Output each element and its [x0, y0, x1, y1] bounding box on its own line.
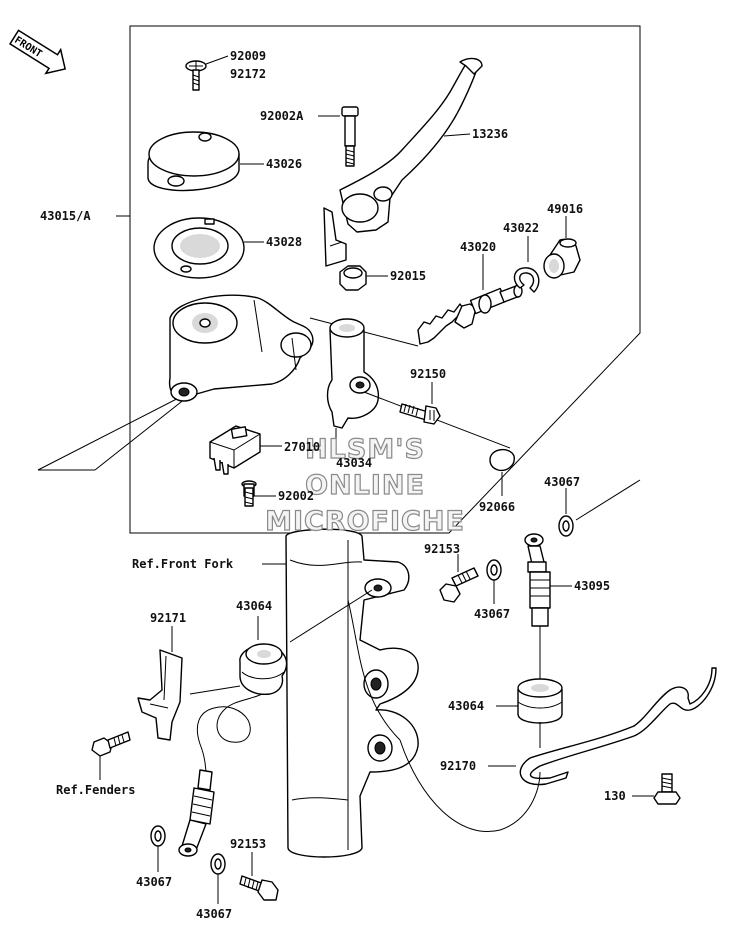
label-ref-front-fork: Ref.Front Fork	[132, 557, 234, 571]
label-43022: 43022	[503, 221, 539, 235]
brake-switch	[209, 425, 261, 475]
watermark: HLSM'S ONLINE MICROFICHE	[264, 433, 465, 537]
label-92009: 92009	[230, 49, 266, 63]
reservoir-screw	[185, 60, 207, 91]
dust-boot	[543, 238, 581, 279]
label-130: 130	[604, 789, 626, 803]
part-labels: 92009 92172 92002A 13236 43026 43015/A 4…	[40, 49, 626, 921]
label-92002A: 92002A	[260, 109, 304, 123]
label-43067-right: 43067	[544, 475, 580, 489]
label-92002: 92002	[278, 489, 314, 503]
piston-assembly	[417, 284, 523, 345]
label-43064-left: 43064	[236, 599, 272, 613]
grommet-left	[239, 643, 288, 695]
label-92153-bottom: 92153	[230, 837, 266, 851]
leader-43064-right	[496, 705, 541, 748]
label-43026: 43026	[266, 157, 302, 171]
label-92172: 92172	[230, 67, 266, 81]
front-fork	[285, 528, 419, 858]
label-92150: 92150	[410, 367, 446, 381]
label-43064-right: 43064	[448, 699, 484, 713]
label-43067-mid: 43067	[474, 607, 510, 621]
label-43095: 43095	[574, 579, 610, 593]
fender-bolt	[91, 731, 131, 757]
hose-bracket	[137, 649, 183, 741]
grommet-right	[517, 678, 563, 724]
label-92170: 92170	[440, 759, 476, 773]
diaphragm	[153, 217, 245, 279]
label-43067-bottom-left: 43067	[136, 875, 172, 889]
clamp-bolt-130	[653, 773, 681, 805]
label-27010: 27010	[284, 440, 320, 454]
washer-bottom-left	[150, 825, 166, 847]
label-43028: 43028	[266, 235, 302, 249]
label-92171: 92171	[150, 611, 186, 625]
washer-mid	[486, 559, 502, 581]
label-92153-mid: 92153	[424, 542, 460, 556]
reservoir-cap	[147, 131, 240, 192]
brake-hose-lower-left	[196, 693, 263, 777]
hose-fitting-right	[524, 533, 551, 627]
leader-43067-right	[565, 479, 641, 521]
clamp-bolt	[399, 403, 441, 425]
watermark-line-2: ONLINE	[305, 470, 425, 501]
circlip	[513, 267, 540, 293]
front-arrow-icon: FRONT	[8, 29, 67, 75]
lever-pivot-bolt	[341, 106, 359, 167]
holder-clamp	[326, 318, 380, 429]
hose-clamp-wire	[519, 667, 717, 786]
assembly-outline	[129, 25, 641, 534]
label-92015: 92015	[390, 269, 426, 283]
cap-plug	[489, 449, 515, 472]
label-43015A: 43015/A	[40, 209, 91, 223]
brake-hose-long	[399, 739, 541, 832]
watermark-line-3: MICROFICHE	[265, 506, 465, 537]
label-13236: 13236	[472, 127, 508, 141]
leader-13236	[443, 133, 471, 137]
washer-right	[558, 515, 574, 537]
label-43067-bottom: 43067	[196, 907, 232, 921]
label-43020: 43020	[460, 240, 496, 254]
label-ref-fenders: Ref.Fenders	[56, 783, 135, 797]
brake-lever	[323, 57, 483, 267]
label-92066: 92066	[479, 500, 515, 514]
master-cylinder-body	[168, 294, 314, 402]
lock-nut	[339, 265, 367, 291]
washer-bottom	[210, 853, 226, 875]
watermark-line-1: HLSM'S	[305, 434, 425, 465]
label-43034: 43034	[336, 456, 372, 470]
label-49016: 49016	[547, 202, 583, 216]
banjo-bolt-bottom	[239, 875, 279, 901]
leader-43064-left	[189, 589, 373, 695]
switch-screw	[241, 480, 257, 507]
banjo-bolt-mid	[439, 567, 479, 603]
hose-fitting-left	[178, 769, 215, 857]
leader-92009	[205, 55, 229, 65]
